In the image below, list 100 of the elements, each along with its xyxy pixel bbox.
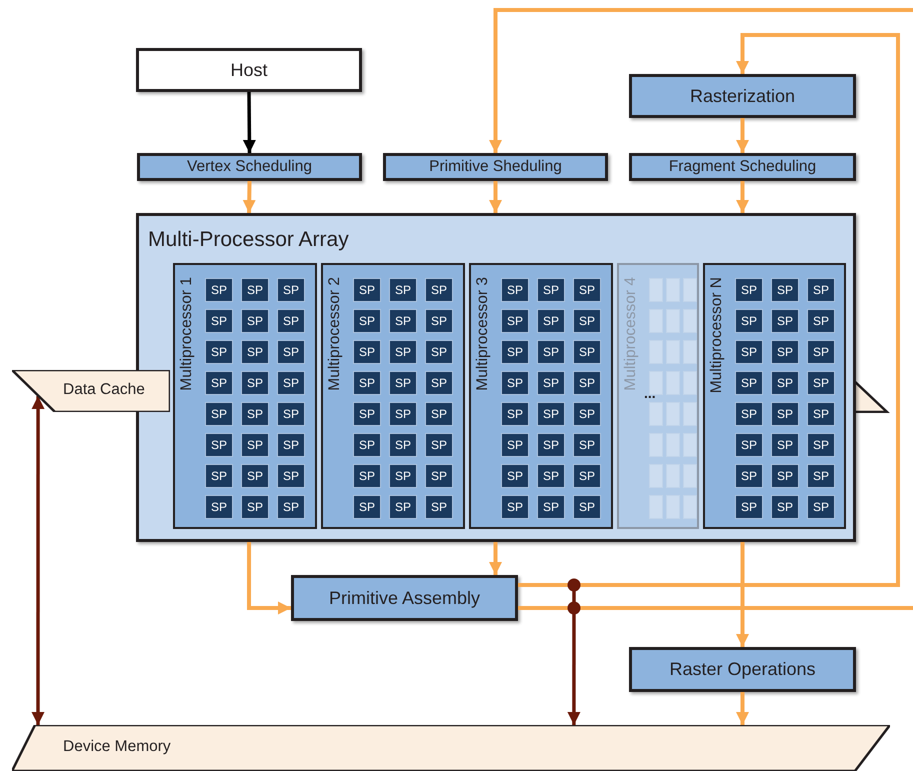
sp-core: SP: [537, 402, 565, 426]
sp-core: SP: [735, 340, 763, 364]
sp-core: SP: [353, 278, 381, 302]
sp-core: SP: [501, 340, 529, 364]
scheduler-box: Primitive Sheduling: [383, 153, 608, 181]
sp-core: SP: [537, 464, 565, 488]
array-title: Multi-Processor Array: [148, 228, 349, 252]
faded-core: [649, 340, 663, 364]
sp-core: SP: [425, 402, 453, 426]
sp-core: SP: [573, 495, 601, 519]
faded-core: [683, 433, 697, 457]
faded-core: [683, 340, 697, 364]
sp-core: SP: [425, 464, 453, 488]
ellipsis-text: ...: [644, 390, 656, 397]
sp-core: SP: [205, 340, 233, 364]
sp-core: SP: [735, 278, 763, 302]
sp-core: SP: [735, 371, 763, 395]
scheduler-box: Fragment Scheduling: [629, 153, 856, 181]
sp-core: SP: [573, 309, 601, 333]
sp-core: SP: [277, 309, 305, 333]
sp-core: SP: [771, 371, 799, 395]
sp-core: SP: [501, 371, 529, 395]
sp-core: SP: [735, 464, 763, 488]
sp-core: SP: [807, 464, 835, 488]
sp-core: SP: [807, 371, 835, 395]
faded-core: [683, 495, 697, 519]
sp-core: SP: [735, 495, 763, 519]
sp-core: SP: [353, 309, 381, 333]
sp-core: SP: [353, 464, 381, 488]
sp-core: SP: [573, 371, 601, 395]
sp-core: SP: [241, 278, 269, 302]
sp-core: SP: [277, 464, 305, 488]
sp-core: SP: [771, 309, 799, 333]
sp-core: SP: [241, 309, 269, 333]
sp-core: SP: [353, 340, 381, 364]
faded-core: [666, 340, 680, 364]
multiprocessor-label: Multiprocessor 2: [326, 277, 344, 391]
sp-core: SP: [807, 495, 835, 519]
sp-core: SP: [205, 464, 233, 488]
sp-core: SP: [389, 464, 417, 488]
sp-core: SP: [241, 402, 269, 426]
sp-core: SP: [807, 309, 835, 333]
scheduler-box: Vertex Scheduling: [137, 153, 362, 181]
sp-core: SP: [537, 309, 565, 333]
faded-core: [683, 278, 697, 302]
faded-core: [666, 433, 680, 457]
sp-core: SP: [771, 464, 799, 488]
multiprocessor-label: Multiprocessor 4: [622, 277, 640, 391]
sp-core: SP: [771, 340, 799, 364]
multiprocessor-label: Multiprocessor N: [708, 277, 726, 394]
sp-core: SP: [771, 278, 799, 302]
sp-core: SP: [807, 402, 835, 426]
sp-core: SP: [277, 402, 305, 426]
faded-core: [683, 371, 697, 395]
faded-core: [666, 371, 680, 395]
sp-core: SP: [389, 402, 417, 426]
sp-core: SP: [573, 464, 601, 488]
stage-box: Primitive Assembly: [291, 575, 518, 621]
sp-core: SP: [277, 340, 305, 364]
sp-core: SP: [353, 402, 381, 426]
faded-core: [649, 278, 663, 302]
sp-core: SP: [573, 278, 601, 302]
sp-core: SP: [573, 340, 601, 364]
sp-core: SP: [501, 402, 529, 426]
sp-core: SP: [807, 278, 835, 302]
sp-core: SP: [241, 464, 269, 488]
sp-core: SP: [353, 371, 381, 395]
sp-core: SP: [241, 495, 269, 519]
sp-core: SP: [389, 278, 417, 302]
stage-box: Rasterization: [629, 74, 856, 118]
sp-core: SP: [537, 371, 565, 395]
sp-core: SP: [389, 495, 417, 519]
stage-box: Host: [136, 48, 362, 92]
faded-core: [649, 371, 663, 395]
sp-core: SP: [501, 464, 529, 488]
faded-core: [649, 464, 663, 488]
sp-core: SP: [425, 340, 453, 364]
sp-core: SP: [573, 433, 601, 457]
faded-core: [666, 495, 680, 519]
sp-core: SP: [573, 402, 601, 426]
sp-core: SP: [501, 278, 529, 302]
faded-core: [649, 495, 663, 519]
sp-core: SP: [425, 371, 453, 395]
sp-core: SP: [277, 433, 305, 457]
sp-core: SP: [425, 495, 453, 519]
sp-core: SP: [205, 495, 233, 519]
faded-core: [649, 433, 663, 457]
sp-core: SP: [205, 433, 233, 457]
sp-core: SP: [537, 278, 565, 302]
sp-core: SP: [205, 371, 233, 395]
faded-core: [683, 464, 697, 488]
sp-core: SP: [389, 340, 417, 364]
sp-core: SP: [425, 309, 453, 333]
faded-core: [649, 309, 663, 333]
faded-core: [666, 309, 680, 333]
sp-core: SP: [501, 495, 529, 519]
sp-core: SP: [501, 309, 529, 333]
stage-box: Raster Operations: [629, 647, 856, 692]
sp-core: SP: [425, 278, 453, 302]
faded-core: [666, 278, 680, 302]
